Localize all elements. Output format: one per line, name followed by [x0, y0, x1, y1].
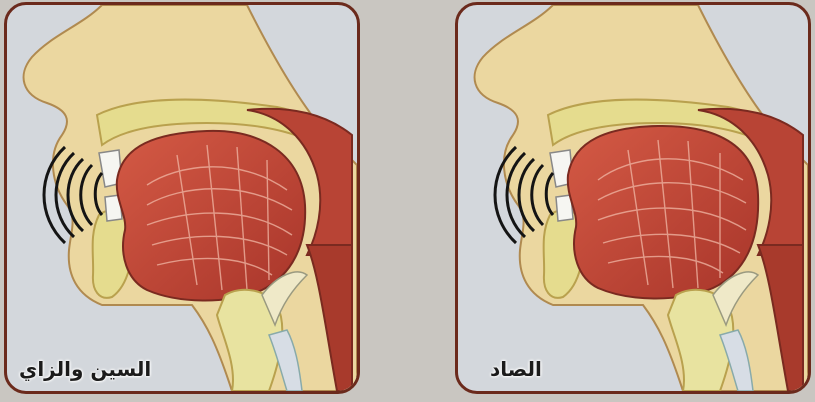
head-cross-section — [7, 5, 357, 391]
head-cross-section — [458, 5, 808, 391]
caption-saad: الصاد — [490, 357, 542, 381]
panel-seen-zay: السين والزاي — [4, 2, 360, 394]
panel-saad: الصاد — [455, 2, 811, 394]
tongue — [568, 126, 758, 299]
caption-seen-zay: السين والزاي — [19, 357, 151, 381]
tongue — [117, 131, 305, 301]
